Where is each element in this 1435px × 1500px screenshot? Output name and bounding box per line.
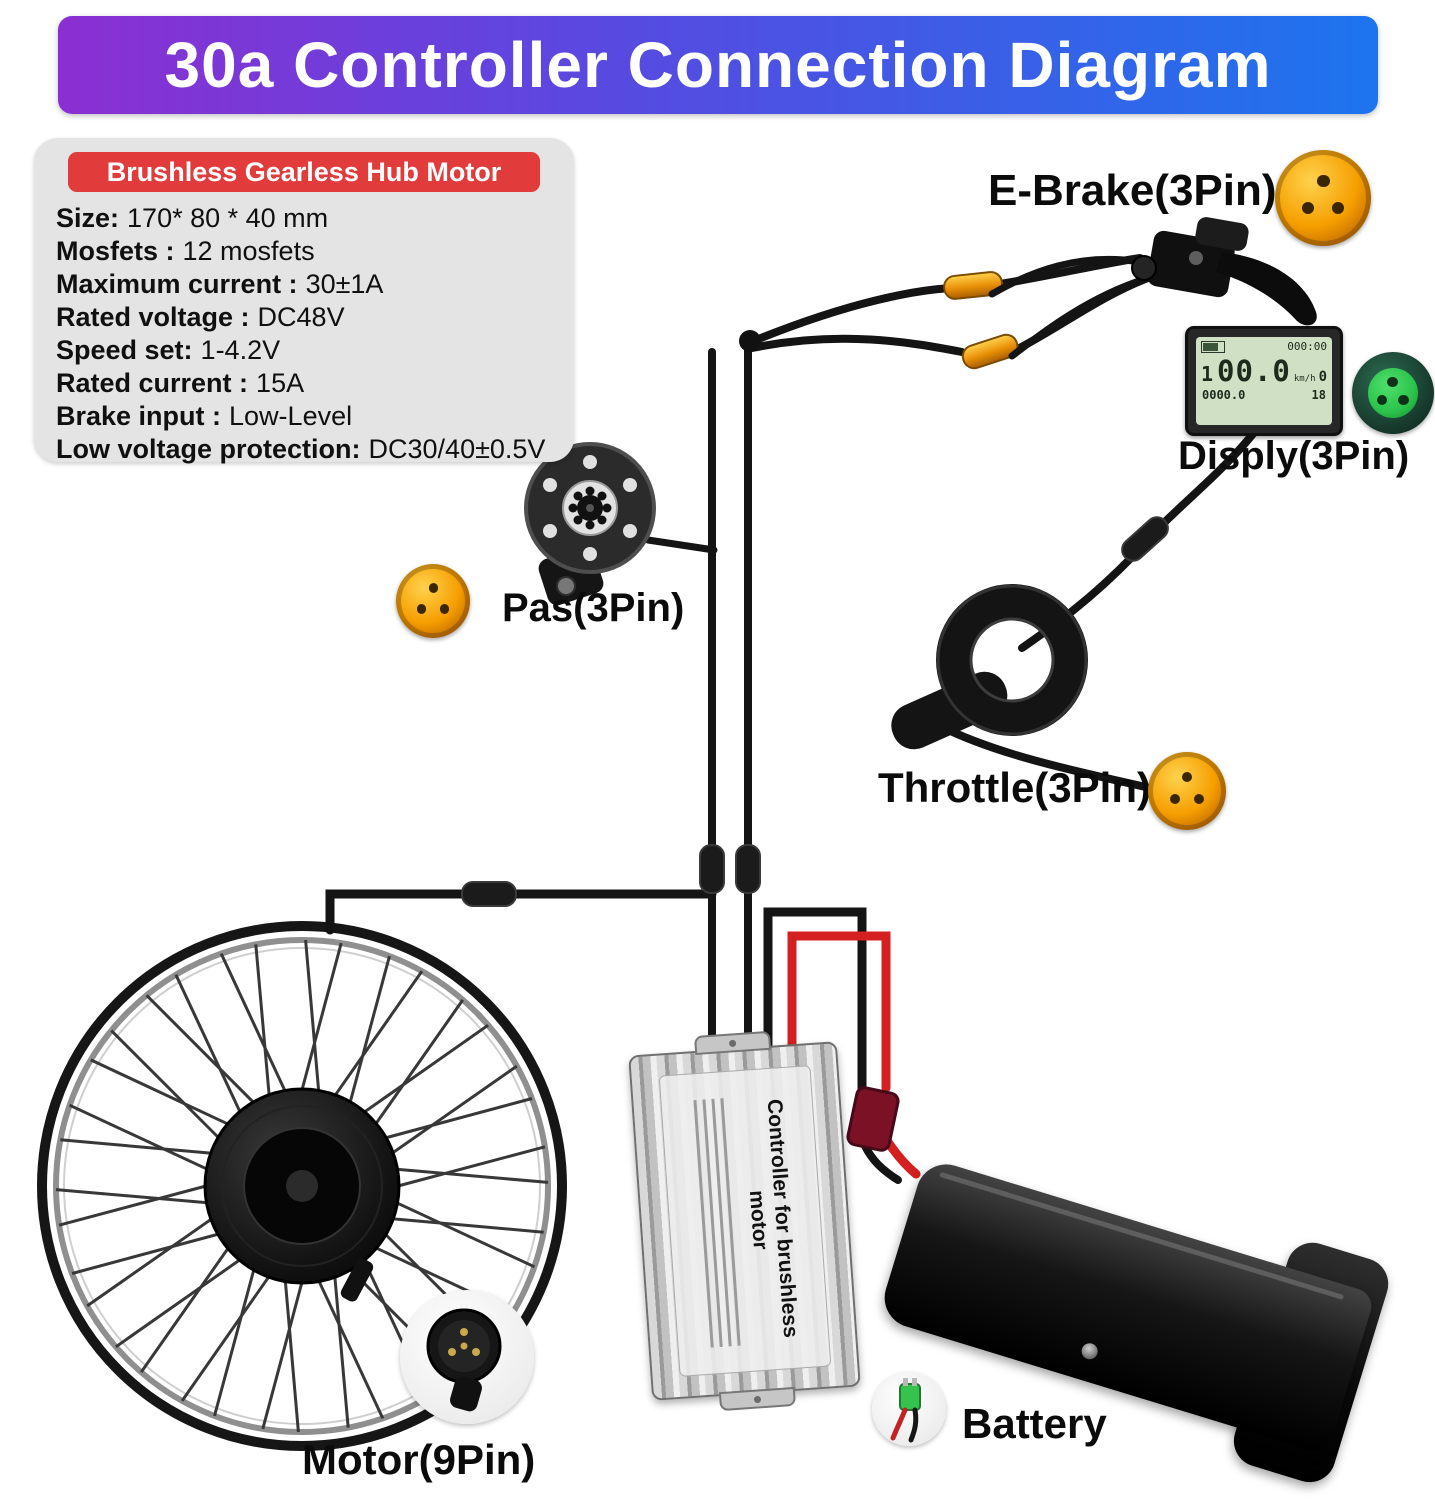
spec-box: Brushless Gearless Hub Motor Size:170* 8… [34, 138, 574, 464]
wheel [37, 921, 567, 1451]
spec-label: Brake input : [56, 401, 222, 431]
battery-wire-red [787, 931, 891, 1093]
title-banner: 30a Controller Connection Diagram [58, 16, 1378, 114]
axle-stub [340, 1258, 374, 1302]
spec-row: Mosfets :12 mosfets [56, 235, 574, 268]
spec-row: Size:170* 80 * 40 mm [56, 202, 574, 235]
spec-label: Rated voltage : [56, 302, 250, 332]
lcd-assist-level: 1 [1201, 362, 1214, 386]
spec-value: DC30/40±0.5V [368, 434, 546, 464]
lcd-temp: 18 [1311, 388, 1326, 402]
lcd-watt: 0 [1318, 369, 1327, 385]
brake-branch-wire-2 [748, 334, 966, 356]
battery-wire-black [763, 907, 867, 1097]
motor-connector-icon [400, 1290, 534, 1424]
display-connector-icon [1352, 352, 1434, 434]
spec-row: Low voltage protection:DC30/40±0.5V [56, 433, 574, 466]
cable-joint [461, 881, 517, 907]
lcd-odometer: 0000.0 [1202, 388, 1246, 402]
display-wire-lower [1018, 553, 1136, 652]
throttle-wire [936, 722, 1154, 792]
lcd-speed: 00.0 [1217, 354, 1291, 388]
spec-row: Brake input :Low-Level [56, 400, 574, 433]
controller-label-plate: Controller for brushless motor [658, 1065, 831, 1377]
thumb-throttle [891, 584, 1088, 750]
spec-value: DC48V [257, 302, 345, 332]
display-label: Disply(3Pin) [1178, 434, 1410, 478]
battery-label: Battery [962, 1400, 1107, 1447]
spec-value: 1-4.2V [200, 335, 281, 365]
spec-label: Maximum current : [56, 269, 298, 299]
spec-rows: Size:170* 80 * 40 mm Mosfets :12 mosfets… [34, 202, 574, 466]
spec-box-header: Brushless Gearless Hub Motor [68, 152, 540, 192]
ebrake-label: E-Brake(3Pin) [988, 166, 1277, 215]
spec-row: Speed set:1-4.2V [56, 334, 574, 367]
throttle-label: Throttle(3Pin) [878, 764, 1151, 811]
bullet-connector-icon [961, 333, 1019, 370]
battery-keyhole [1079, 1341, 1100, 1362]
pas-label: Pas(3Pin) [502, 586, 685, 630]
spec-value: 12 mosfets [182, 236, 315, 266]
harness-splitter [739, 330, 761, 352]
controller: Controller for brushless motor [628, 1030, 861, 1412]
throttle-connector-icon [1148, 752, 1226, 830]
spec-row: Rated voltage :DC48V [56, 301, 574, 334]
battery-stub-black [861, 1142, 902, 1184]
battery-connector-icon [872, 1372, 946, 1446]
controller-mount-tab [693, 1030, 771, 1056]
brake-branch-wire-1 [752, 284, 956, 344]
cable-joint [1121, 516, 1169, 562]
battery-level-icon [1201, 340, 1225, 353]
spec-label: Size: [56, 203, 120, 233]
spec-label: Rated current : [56, 368, 249, 398]
motor-connector-graphic [426, 1308, 502, 1412]
cable-joint [735, 844, 761, 894]
motor-wire [325, 889, 717, 935]
controller-title: Controller for brushless motor [744, 1098, 802, 1339]
pas-sensor [524, 442, 656, 606]
lcd-display: 000:00 1 00.0 km/h 0 0000.0 18 [1185, 326, 1343, 436]
cable-joint [699, 844, 725, 894]
spec-label: Low voltage protection: [56, 434, 361, 464]
motor-label: Motor(9Pin) [302, 1436, 536, 1483]
spec-value: 170* 80 * 40 mm [127, 203, 329, 233]
battery-connector-graphic [890, 1378, 921, 1443]
battery-plug-connector [846, 1086, 900, 1152]
ebrake-connector-icon [1275, 150, 1371, 246]
wiring-harness [325, 254, 1260, 1184]
pas-wire [644, 536, 718, 554]
lcd-time: 000:00 [1287, 340, 1327, 353]
display-connector-face [1367, 367, 1419, 419]
lcd-speed-unit: km/h [1293, 374, 1316, 384]
wheel-spokes [55, 939, 549, 1433]
spec-label: Speed set: [56, 335, 193, 365]
spec-row: Maximum current :30±1A [56, 268, 574, 301]
brake-lever [988, 217, 1317, 360]
battery-stub-red [883, 1137, 921, 1179]
inline-cable-joints [461, 516, 1169, 907]
page-title: 30a Controller Connection Diagram [164, 29, 1272, 101]
lcd-screen: 000:00 1 00.0 km/h 0 0000.0 18 [1196, 337, 1332, 425]
bullet-connector-icon [943, 271, 1004, 300]
pas-connector-icon [396, 564, 470, 638]
spec-label: Mosfets : [56, 236, 175, 266]
spec-value: 15A [256, 368, 305, 398]
spec-row: Rated current :15A [56, 367, 574, 400]
bullet-connectors [943, 271, 1019, 370]
spec-value: 30±1A [305, 269, 384, 299]
spec-value: Low-Level [229, 401, 353, 431]
